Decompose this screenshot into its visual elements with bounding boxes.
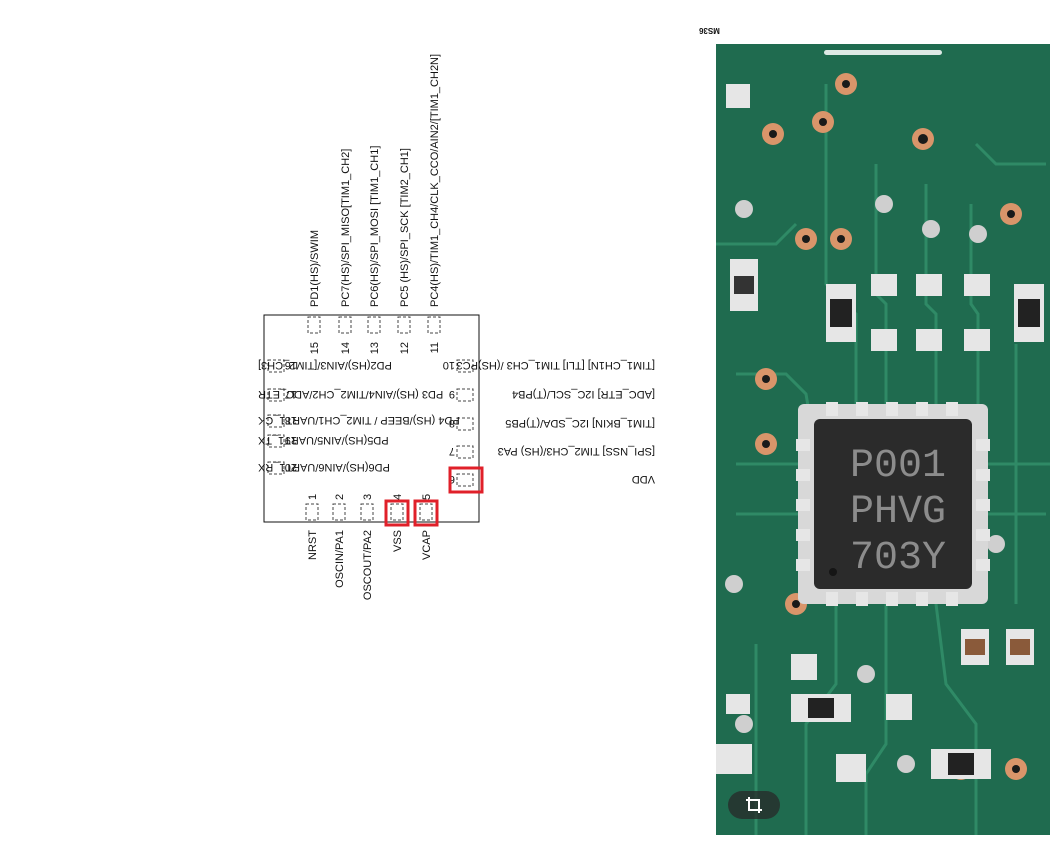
pin-13-number: 13 — [369, 342, 381, 354]
pin-17-label: PD3 (HS)/AIN4/TIM2_CH2/ADC_ETR — [258, 388, 443, 400]
pin-18-label: PD4 (HS)/BEEP / TIM2_CH1/UART1_CK — [257, 414, 459, 426]
chip-outline — [263, 314, 480, 523]
pcb-photo: P001 PHVG 703Y — [716, 44, 1050, 835]
pin-17-number: 17 — [285, 388, 297, 400]
pin-13-pad — [367, 316, 381, 334]
drag-handle[interactable] — [824, 50, 942, 55]
pin-5-label: VCAP — [421, 530, 433, 560]
pin-13-label: PC6(HS)/SPI_MOSI [TIM1_CH1] — [369, 146, 381, 307]
pin-4-number: 4 — [392, 494, 404, 500]
pin-5-highlight — [413, 499, 439, 527]
ic-marking-line-2: PHVG — [850, 490, 946, 535]
pin-5-number: 5 — [421, 494, 433, 500]
pin-16-pad — [267, 359, 285, 373]
pin-14-number: 14 — [340, 342, 352, 354]
pin-7-number: 7 — [449, 445, 455, 457]
pin-16-label: PD2(HS)/AIN3/[TIM2_CH3] — [258, 359, 392, 371]
pin-15-label: PD1(HS)/SWIM — [309, 230, 321, 307]
pin-6-highlight — [448, 466, 484, 494]
pin-14-pad — [338, 316, 352, 334]
pin-19-number: 19 — [285, 434, 297, 446]
pin-18-number: 18 — [285, 414, 297, 426]
pin-11-label: PC4(HS)/TIM1_CH4/CLK_CCO/AIN2/[TIM1_CH2N… — [429, 54, 441, 307]
pin-2-number: 2 — [334, 494, 346, 500]
pin-20-number: 20 — [285, 461, 297, 473]
pin-20-pad — [267, 461, 285, 475]
pin-1-label: NRST — [307, 530, 319, 560]
pin-8-pad — [456, 417, 474, 431]
pin-18-pad — [267, 414, 285, 428]
pin-14-label: PC7(HS)/SPI_MISO[TIM1_CH2] — [340, 149, 352, 307]
pin-7-pad — [456, 445, 474, 459]
corner-tag: MS36 — [699, 26, 720, 35]
pin-5-pad — [419, 503, 433, 521]
pin-12-label: PC5 (HS)/SPI_SCK [TIM2_CH1] — [399, 148, 411, 307]
pin-12-number: 12 — [399, 342, 411, 354]
pin-17-pad — [267, 388, 285, 402]
pin-9-label: [ADC_ETR] I2C_SCL/(T)PB4 — [512, 388, 655, 400]
pin-8-number: 8 — [449, 417, 455, 429]
pin-3-number: 3 — [362, 494, 374, 500]
pin-6-label: VDD — [632, 473, 655, 485]
pin-4-label: VSS — [392, 530, 404, 552]
pin-3-label: OSCOUT/PA2 — [362, 530, 374, 600]
pin-6-pad — [456, 473, 474, 487]
pin-8-label: [TIM1_BKIN] I2C_SDA/(T)PB5 — [505, 417, 655, 429]
pin-11-pad — [427, 316, 441, 334]
pin-2-label: OSCIN/PA1 — [334, 530, 346, 588]
pin-11-number: 11 — [429, 342, 441, 353]
pin-12-pad — [397, 316, 411, 334]
pin-3-pad — [360, 503, 374, 521]
pin-9-number: 9 — [449, 388, 455, 400]
ic-marking-line-1: P001 — [850, 444, 946, 489]
pin-10-pad — [456, 359, 474, 373]
pin-6-number: 6 — [449, 473, 455, 485]
pin-10-number: 10 — [443, 359, 455, 371]
ic-marking-line-3: 703Y — [850, 536, 946, 581]
pin-19-pad — [267, 434, 285, 448]
pin-16-number: 16 — [285, 359, 297, 371]
pin-9-pad — [456, 388, 474, 402]
pin-15-number: 15 — [309, 342, 321, 354]
pin-20-label: PD6(HS)/AIN6/UART1_RX — [257, 461, 389, 473]
pin-1-pad — [305, 503, 319, 521]
pin-7-label: [SPI_NSS] TIM2_CH3/(HS) PA3 — [498, 445, 655, 457]
pin-15-pad — [307, 316, 321, 334]
pin-4-highlight — [384, 499, 410, 527]
pin-19-label: PD5(HS)/AIN5/UART1_TX — [257, 434, 388, 446]
pin-2-pad — [332, 503, 346, 521]
ic-body — [814, 419, 972, 589]
pin-4-pad — [390, 503, 404, 521]
crop-icon — [746, 797, 762, 813]
crop-button[interactable] — [728, 791, 780, 819]
pin-1-number: 1 — [307, 494, 319, 500]
pin-10-label: [TIM1_CH1N] [TLI] TIM1_CH3 /(HS)PC3 — [457, 359, 655, 371]
